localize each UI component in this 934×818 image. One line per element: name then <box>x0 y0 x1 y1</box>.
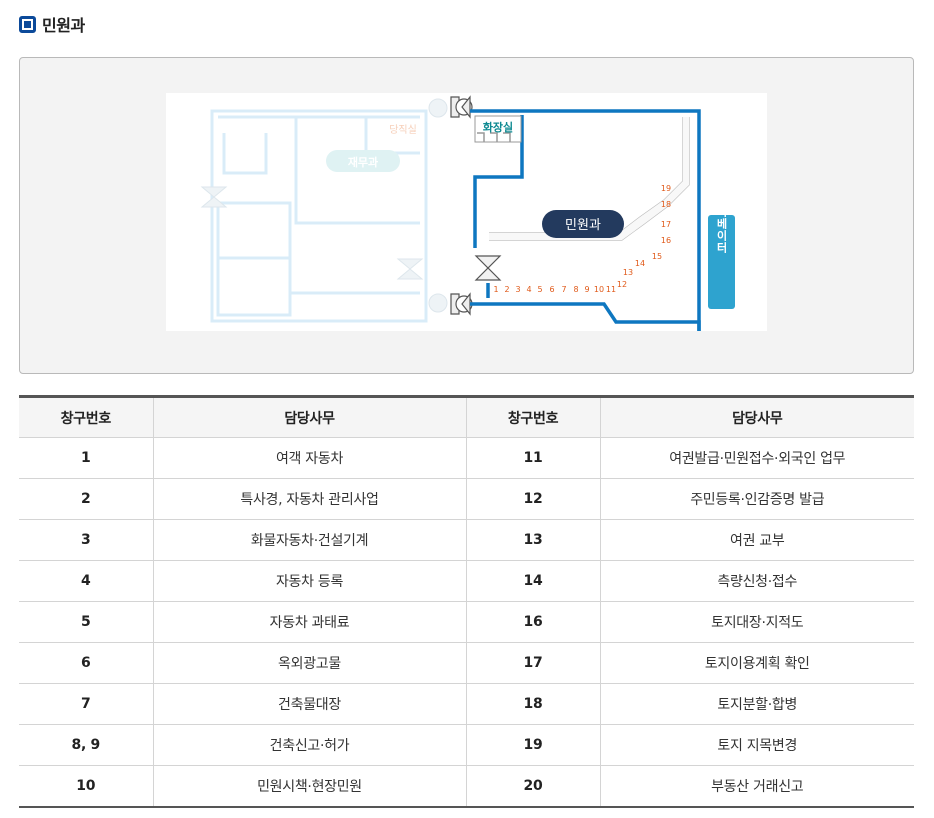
duty-cell: 자동차 과태료 <box>153 601 467 643</box>
duty-cell: 주민등록·인감증명 발급 <box>600 478 914 520</box>
window-number-cell: 1 <box>19 437 154 479</box>
duty-cell: 민원시책·현장민원 <box>153 765 467 807</box>
office-walls <box>470 109 701 331</box>
duty-cell: 토지대장·지적도 <box>600 601 914 643</box>
section-heading: 민원과 <box>19 12 85 36</box>
duty-cell: 여권 교부 <box>600 519 914 561</box>
duty-cell: 화물자동차·건설기계 <box>153 519 467 561</box>
faded-room-label-1: 재무과 <box>348 155 378 169</box>
window-number: 9 <box>584 285 589 294</box>
table-header-row: 창구번호 담당사무 창구번호 담당사무 <box>19 396 914 438</box>
office-badge <box>542 210 624 238</box>
window-number-cell: 3 <box>19 519 154 561</box>
table-row: 5 자동차 과태료 16 토지대장·지적도 <box>19 601 914 643</box>
duty-cell: 건축물대장 <box>153 683 467 725</box>
duty-cell: 옥외광고물 <box>153 642 467 684</box>
table-row: 4 자동차 등록 14 측량신청·접수 <box>19 560 914 602</box>
window-number-cell: 12 <box>466 478 601 520</box>
duty-cell: 측량신청·접수 <box>600 560 914 602</box>
window-number: 17 <box>661 220 671 229</box>
window-number: 5 <box>537 285 542 294</box>
table-row: 8, 9 건축신고·허가 19 토지 지목변경 <box>19 724 914 766</box>
square-bullet-icon <box>19 15 36 33</box>
floor-map-panel: 재무과 당직실 <box>19 57 914 374</box>
elevator-label: 엘리베이터 <box>715 194 728 254</box>
duty-cell: 건축신고·허가 <box>153 724 467 766</box>
duty-cell: 자동차 등록 <box>153 560 467 602</box>
window-number-cell: 18 <box>466 683 601 725</box>
duty-cell: 토지이용계획 확인 <box>600 642 914 684</box>
table-row: 3 화물자동차·건설기계 13 여권 교부 <box>19 519 914 561</box>
office-label: 민원과 <box>565 218 601 233</box>
window-number: 10 <box>594 285 604 294</box>
window-number: 8 <box>573 285 578 294</box>
window-number: 4 <box>526 285 531 294</box>
window-number-cell: 20 <box>466 765 601 807</box>
window-number: 18 <box>661 200 671 209</box>
restroom-box <box>474 115 522 143</box>
header-window-number: 창구번호 <box>466 396 601 438</box>
window-number: 2 <box>504 285 509 294</box>
duty-cell: 특사경, 자동차 관리사업 <box>153 478 467 520</box>
window-number-cell: 10 <box>19 765 154 807</box>
window-number-cell: 6 <box>19 642 154 684</box>
page-title: 민원과 <box>42 16 85 35</box>
window-number-cell: 8, 9 <box>19 724 154 766</box>
header-window-number: 창구번호 <box>19 396 154 438</box>
faded-door-icon <box>200 186 424 280</box>
elevator-box <box>708 215 735 309</box>
restroom-fixtures <box>477 132 511 142</box>
window-number-cell: 5 <box>19 601 154 643</box>
window-number-cell: 13 <box>466 519 601 561</box>
window-number-cell: 17 <box>466 642 601 684</box>
window-number: 14 <box>635 259 645 268</box>
door-icon-top <box>450 95 473 119</box>
window-number: 7 <box>561 285 566 294</box>
door-icon-bottom <box>450 292 473 316</box>
duty-cell: 토지 지목변경 <box>600 724 914 766</box>
window-number: 1 <box>493 285 498 294</box>
window-number: 12 <box>617 280 627 289</box>
window-number: 16 <box>661 236 671 245</box>
window-duty-table: 창구번호 담당사무 창구번호 담당사무 1 여객 자동차 11 여권발급·민원접… <box>19 395 914 808</box>
table-row: 6 옥외광고물 17 토지이용계획 확인 <box>19 642 914 684</box>
window-number: 6 <box>549 285 554 294</box>
window-number: 3 <box>515 285 520 294</box>
window-numbers: 1 2 3 4 5 6 7 8 9 10 11 12 13 14 15 16 1… <box>493 184 671 294</box>
window-number-cell: 7 <box>19 683 154 725</box>
window-number: 19 <box>661 184 671 193</box>
header-duty: 담당사무 <box>153 396 467 438</box>
table-row: 1 여객 자동차 11 여권발급·민원접수·외국인 업무 <box>19 437 914 479</box>
window-number-cell: 4 <box>19 560 154 602</box>
window-number: 13 <box>623 268 633 277</box>
window-number-cell: 19 <box>466 724 601 766</box>
faded-room-badge <box>326 150 400 172</box>
duty-cell: 부동산 거래신고 <box>711 778 804 795</box>
window-number: 15 <box>652 252 662 261</box>
restroom-label: 화장실 <box>483 120 513 134</box>
faded-double-door-icon <box>428 98 448 313</box>
window-number-cell: 14 <box>466 560 601 602</box>
window-number-cell: 16 <box>466 601 601 643</box>
header-duty: 담당사무 <box>600 396 914 438</box>
duty-cell: 토지분할·합병 <box>600 683 914 725</box>
window-number-cell: 2 <box>19 478 154 520</box>
table-row: 7 건축물대장 18 토지분할·합병 <box>19 683 914 725</box>
window-number-cell: 11 <box>466 437 601 479</box>
floor-map: 재무과 당직실 <box>166 93 767 331</box>
faded-room-label-2: 당직실 <box>389 124 417 136</box>
door-icon-side <box>474 255 502 281</box>
duty-cell: 여객 자동차 <box>153 437 467 479</box>
table-row: 2 특사경, 자동차 관리사업 12 주민등록·인감증명 발급 <box>19 478 914 520</box>
window-number: 11 <box>606 285 616 294</box>
table-row: 10 민원시책·현장민원 20 부동산 거래신고 <box>19 765 914 807</box>
faded-building <box>210 109 428 323</box>
duty-cell: 여권발급·민원접수·외국인 업무 <box>600 437 914 479</box>
